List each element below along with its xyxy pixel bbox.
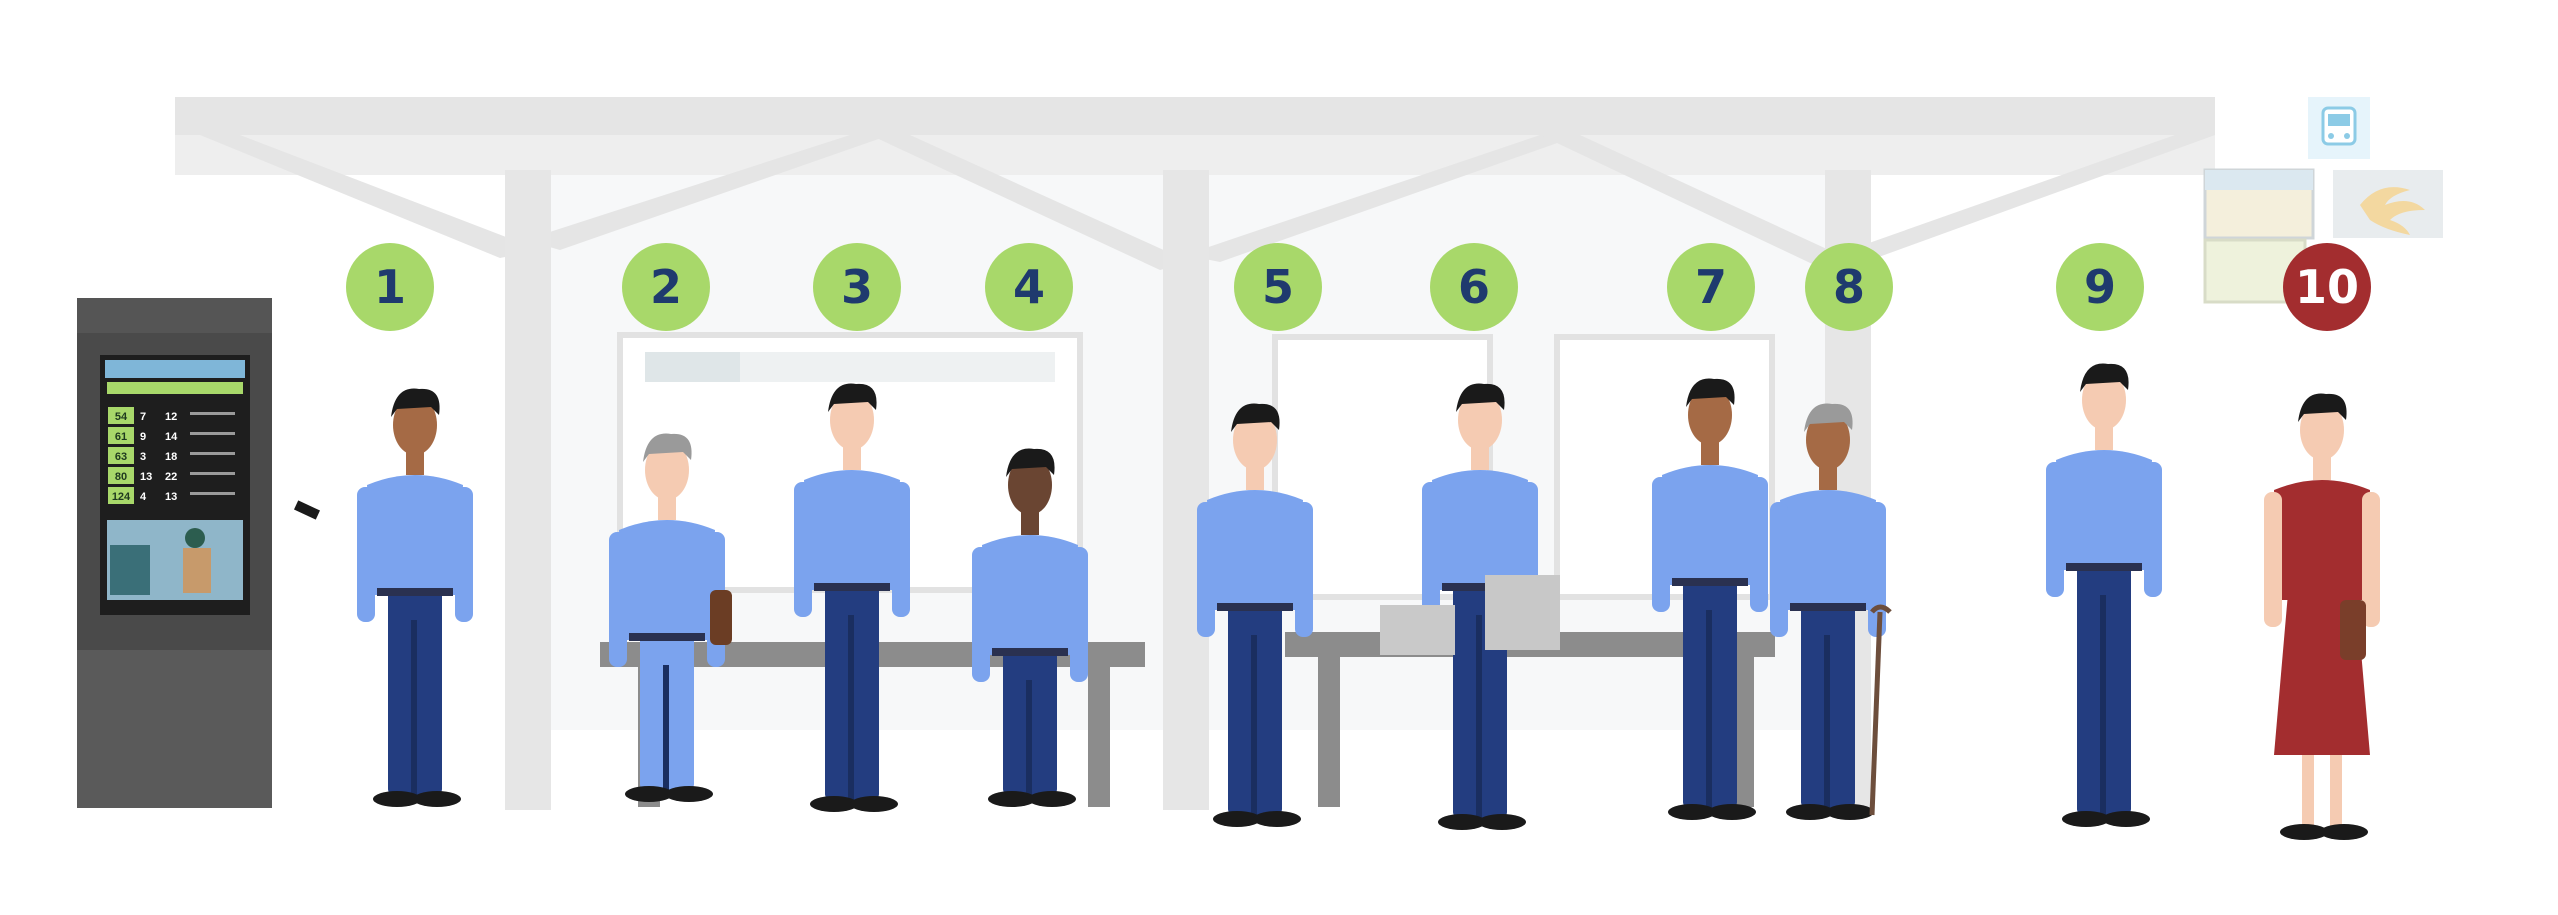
- marker-label: 8: [1833, 260, 1865, 314]
- marker-label: 1: [374, 260, 406, 314]
- marker-circle: [622, 243, 710, 331]
- marker-label: 10: [2295, 260, 2359, 314]
- kiosk-service-number: 54: [115, 411, 128, 423]
- marker-6: 6: [1430, 243, 1518, 331]
- kiosk-eta-first: 13: [140, 471, 152, 483]
- marker-5: 5: [1234, 243, 1322, 331]
- kiosk-service-badge: [108, 467, 134, 484]
- marker-1: 1: [346, 243, 434, 331]
- shelter-roof: [175, 97, 2215, 270]
- marker-8: 8: [1805, 243, 1893, 331]
- walking-cane: [1869, 611, 1883, 816]
- bus-icon: [2308, 97, 2370, 159]
- phone: [294, 500, 320, 520]
- kiosk-eta-first: 9: [140, 431, 146, 443]
- handbag: [2340, 600, 2366, 660]
- kiosk-service-number: 124: [112, 491, 131, 503]
- marker-2: 2: [622, 243, 710, 331]
- folder: [1485, 575, 1560, 650]
- marker-circle: [985, 243, 1073, 331]
- marker-circle: [1430, 243, 1518, 331]
- info-kiosk: 54 7 12 61 9 14 63 3 18 80 13 22 124 4 13: [77, 298, 272, 808]
- kiosk-eta-second: 12: [165, 411, 177, 423]
- kiosk-service-badge: [108, 447, 134, 464]
- kiosk-service-badge: [108, 407, 134, 424]
- kiosk-service-badge: [108, 427, 134, 444]
- kiosk-eta-second: 18: [165, 451, 177, 463]
- marker-circle: [2283, 243, 2371, 331]
- sg-lion-logo: [2333, 170, 2443, 238]
- person-6-holding-folder: [1422, 383, 1538, 830]
- kiosk-eta-first: 4: [140, 491, 147, 503]
- person-2-elderly-woman-seated: [609, 433, 725, 802]
- kiosk-service-number: 61: [115, 431, 127, 443]
- person-8-elderly-man-with-cane: [1770, 403, 1886, 820]
- marker-circle: [2056, 243, 2144, 331]
- marker-label: 9: [2084, 260, 2116, 314]
- marker-7: 7: [1667, 243, 1755, 331]
- marker-circle: [1234, 243, 1322, 331]
- kiosk-service-number: 63: [115, 451, 127, 463]
- kiosk-arrival-table: 54 7 12 61 9 14 63 3 18 80 13 22 124 4 13: [107, 382, 243, 504]
- kiosk-service-badge: [108, 487, 134, 504]
- marker-label: 5: [1262, 260, 1294, 314]
- briefcase: [1380, 605, 1455, 655]
- kiosk-eta-second: 13: [165, 491, 177, 503]
- kiosk-service-number: 80: [115, 471, 127, 483]
- person-5-gesturing: [1197, 403, 1313, 827]
- marker-circle: [813, 243, 901, 331]
- marker-circle: [1805, 243, 1893, 331]
- marker-label: 7: [1695, 260, 1727, 314]
- handbag: [710, 590, 732, 645]
- marker-label: 4: [1013, 260, 1045, 314]
- kiosk-eta-second: 22: [165, 471, 177, 483]
- marker-label: 6: [1458, 260, 1490, 314]
- person-4-seated-woman: [972, 448, 1088, 807]
- marker-circle: [1667, 243, 1755, 331]
- marker-10: 10: [2283, 243, 2371, 331]
- marker-label: 2: [650, 260, 682, 314]
- marker-label: 3: [841, 260, 873, 314]
- marker-9: 9: [2056, 243, 2144, 331]
- person-9-waiting: [2046, 363, 2162, 827]
- person-3-standing: [794, 383, 910, 812]
- kiosk-eta-second: 14: [165, 431, 178, 443]
- person-1-using-phone: [357, 388, 473, 807]
- marker-3: 3: [813, 243, 901, 331]
- kiosk-eta-first: 3: [140, 451, 146, 463]
- person-7-leaning: [1652, 378, 1768, 820]
- marker-4: 4: [985, 243, 1073, 331]
- kiosk-eta-first: 7: [140, 411, 146, 423]
- position-markers: 1 2 3 4 5 6 7 8 9 10: [346, 243, 2371, 331]
- marker-circle: [346, 243, 434, 331]
